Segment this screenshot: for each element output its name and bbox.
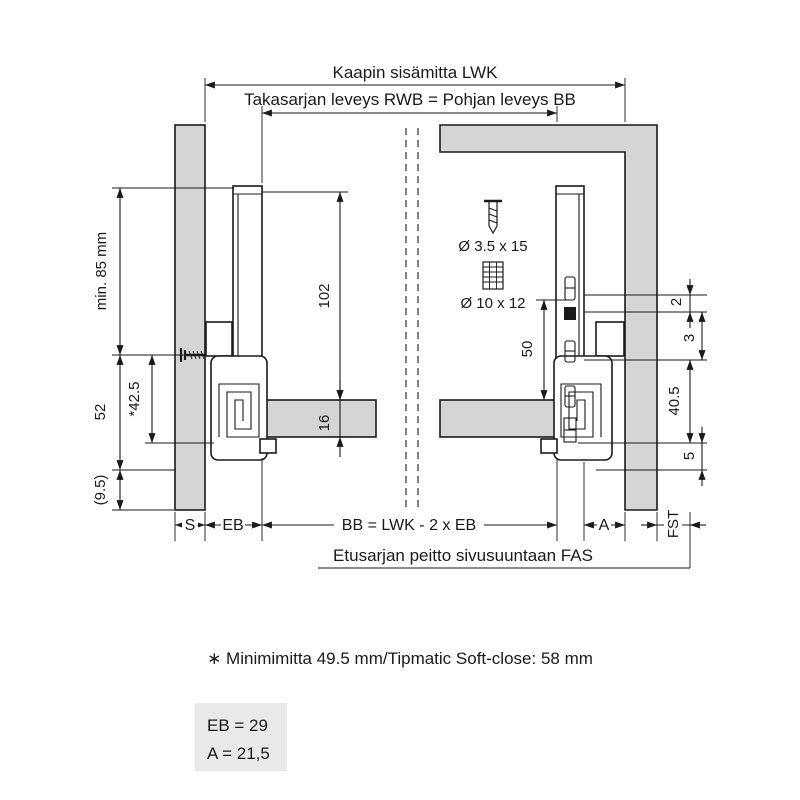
left-runner-spiral — [218, 383, 260, 438]
dim-s-label: S — [185, 517, 196, 534]
right-runner-housing — [553, 355, 613, 461]
dim-9-5-label: (9.5) — [92, 475, 109, 506]
dim-bb-label: BB = LWK - 2 x EB — [342, 517, 476, 534]
footnote: ∗ Minimimitta 49.5 mm/Tipmatic Soft-clos… — [207, 649, 593, 668]
dim-52-label: 52 — [92, 404, 109, 421]
dim-lwk-label: Kaapin sisämitta LWK — [332, 63, 498, 82]
dim-min85-label: min. 85 mm — [93, 232, 110, 310]
left-runner-foot — [259, 438, 277, 454]
rear-panel-fastening-clips — [563, 276, 577, 443]
dim-3-label: 3 — [681, 334, 698, 342]
dim-5-label: 5 — [681, 452, 698, 460]
right-runner-spiral — [560, 383, 602, 438]
right-runner-foot — [540, 438, 558, 454]
legend-box: EB = 29 A = 21,5 — [195, 703, 287, 771]
extension-lines — [112, 78, 707, 568]
cabinet-left-side-panel — [174, 124, 206, 511]
dim-eb-label: EB — [222, 517, 243, 534]
legend-background — [195, 703, 287, 771]
dimension-lines — [116, 81, 706, 569]
label-backgrounds — [182, 504, 682, 546]
screw-size-label: Ø 3.5 x 15 — [458, 238, 527, 255]
left-mounting-bracket — [205, 321, 233, 357]
drawer-right-profile — [540, 185, 625, 461]
dim-42-5-label: *42.5 — [126, 381, 143, 416]
dim-fst-label: FST — [665, 510, 682, 538]
drawer-left-profile — [179, 185, 277, 461]
drawer-bottom-panel-left — [261, 399, 377, 438]
dim-rwb-bb-label: Takasarjan leveys RWB = Pohjan leveys BB — [244, 90, 576, 109]
fastener-square — [564, 307, 576, 320]
cabinet-right-side-and-top-panel — [439, 124, 658, 511]
screw-vertical-icon — [484, 199, 502, 235]
dim-40-5-label: 40.5 — [666, 386, 683, 415]
hardware-icons: Ø 3.5 x 15 Ø 10 x 12 — [458, 199, 528, 312]
dowel-icon — [482, 261, 504, 290]
dim-16-label: 16 — [316, 415, 333, 432]
dim-102-label: 102 — [316, 283, 333, 308]
left-runner-housing — [210, 355, 268, 461]
dimension-labels: Kaapin sisämitta LWK Takasarjan leveys R… — [92, 63, 698, 565]
dim-a-label: A — [599, 517, 610, 534]
legend-a-value: A = 21,5 — [207, 744, 270, 763]
drawer-bottom-panel-right — [439, 399, 558, 438]
dim-2-label: 2 — [668, 298, 685, 306]
legend-eb-value: EB = 29 — [207, 716, 268, 735]
dim-fas-label: Etusarjan peitto sivusuuntaan FAS — [333, 546, 593, 565]
dowel-size-label: Ø 10 x 12 — [460, 295, 525, 312]
dim-50-label: 50 — [519, 341, 536, 358]
right-mounting-bracket — [595, 321, 625, 357]
